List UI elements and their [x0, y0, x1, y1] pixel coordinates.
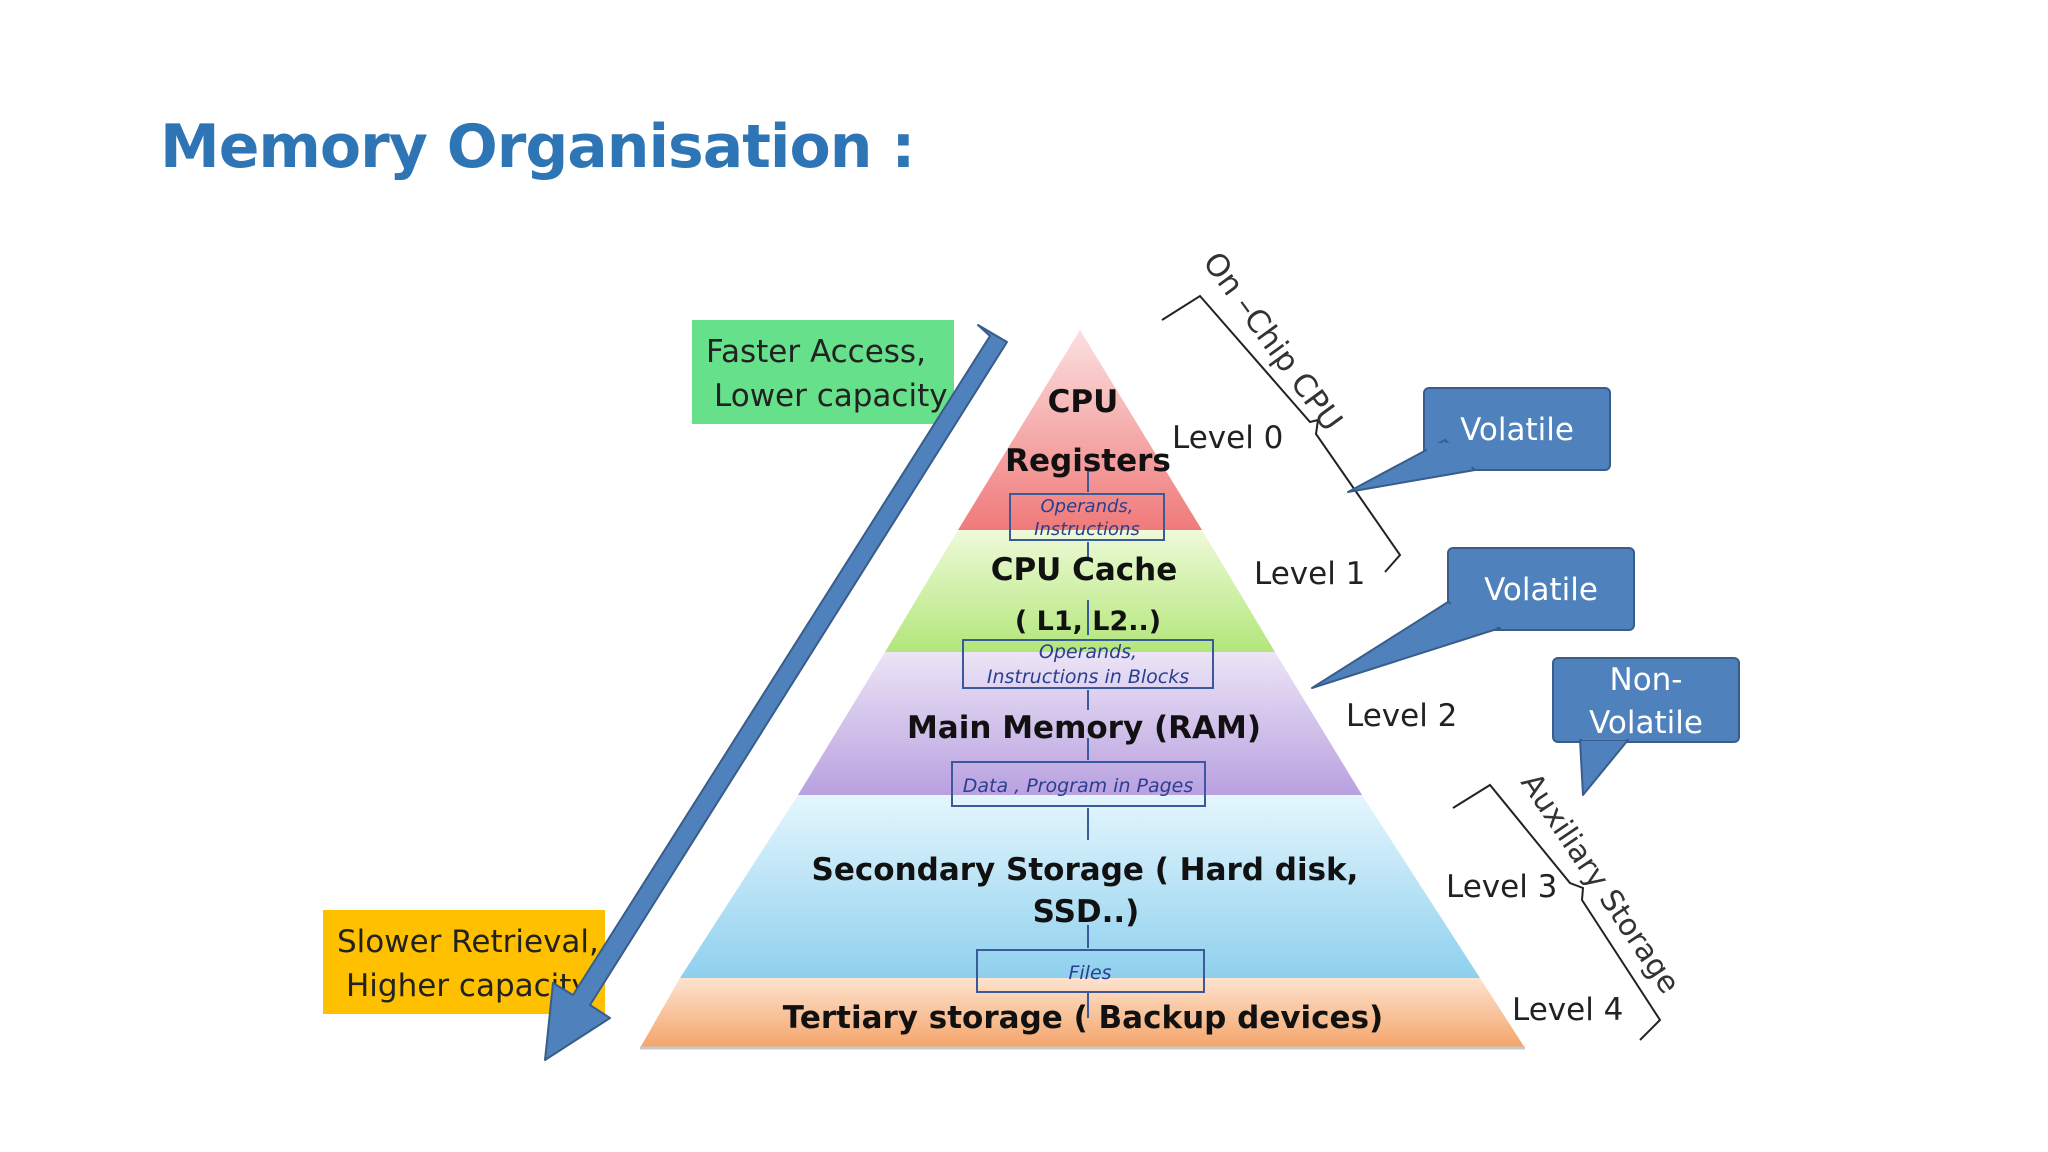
non-volatile-callout-label: Volatile [1589, 705, 1703, 741]
level-label: Level 0 [1172, 420, 1283, 456]
layer-label: ( L1, L2..) [1015, 606, 1161, 637]
layer-label: Main Memory (RAM) [907, 710, 1261, 746]
faster-access-box [692, 320, 954, 424]
transfer-label: Files [1068, 962, 1111, 984]
volatile-callout-mid-label: Volatile [1484, 572, 1598, 608]
faster-access-label: Lower capacity [714, 378, 948, 414]
on-chip-cpu-label: On –Chip CPU [1196, 246, 1350, 439]
speed-capacity-arrow [544, 324, 1008, 1061]
auxiliary-storage-brace [1452, 783, 1662, 1041]
level-label: Level 2 [1346, 698, 1457, 734]
pyramid-layer-level-1 [885, 530, 1275, 652]
slide-title: Memory Organisation : [160, 112, 915, 182]
level-label: Level 3 [1446, 869, 1557, 905]
pyramid-layer-level-2 [798, 652, 1362, 795]
layer-label: CPU [1048, 384, 1119, 420]
transfer-box-ram-secondary [951, 761, 1206, 807]
layer-label: Secondary Storage ( Hard disk, [812, 852, 1359, 888]
non-volatile-callout-label: Non- [1610, 662, 1683, 698]
volatile-callout-top-label: Volatile [1460, 412, 1574, 448]
transfer-label: Instructions in Blocks [987, 666, 1189, 688]
transfer-box-registers-cache [1009, 493, 1165, 541]
layer-label: CPU Cache [991, 552, 1178, 588]
non-volatile-callout [1552, 657, 1740, 796]
pyramid-layer-level-4 [640, 978, 1525, 1048]
layer-label: Tertiary storage ( Backup devices) [783, 1000, 1383, 1036]
transfer-label: Operands, [1039, 641, 1137, 663]
on-chip-cpu-brace [1161, 294, 1402, 573]
slower-retrieval-label: Slower Retrieval, [337, 924, 599, 960]
transfer-label: Instructions [1034, 519, 1140, 540]
transfer-label: Operands, [1040, 496, 1133, 517]
transfer-box-secondary-tertiary [976, 949, 1205, 993]
layer-label: Registers [1005, 443, 1171, 479]
transfer-box-cache-ram [962, 639, 1214, 689]
volatile-callout-top [1347, 387, 1611, 493]
volatile-callout-mid [1311, 547, 1635, 689]
pyramid-layer-level-0 [958, 330, 1202, 530]
layer-label: SSD..) [1033, 894, 1140, 930]
level-label: Level 4 [1512, 992, 1623, 1028]
slower-retrieval-label: Higher capacity [346, 968, 590, 1004]
transfer-label: Data , Program in Pages [963, 775, 1194, 797]
pyramid-layer-level-3 [680, 795, 1480, 978]
faster-access-label: Faster Access, [706, 334, 926, 370]
level-label: Level 1 [1254, 556, 1365, 592]
